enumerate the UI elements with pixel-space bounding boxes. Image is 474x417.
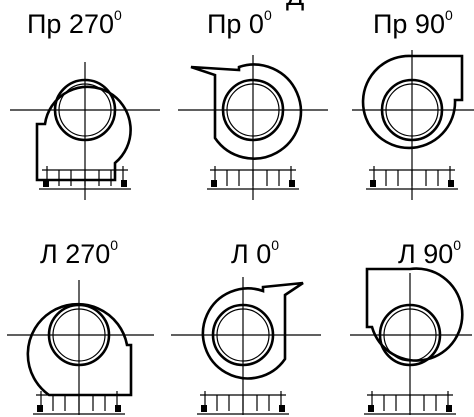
cropped-header-fragment: Д	[286, 0, 304, 10]
label-l-270: Л 2700	[40, 237, 119, 269]
fan-l-90	[350, 267, 472, 415]
fan-pr-0	[178, 55, 328, 200]
label-l-90: Л 900	[398, 237, 462, 269]
label-pr-270: Пр 2700	[27, 7, 122, 39]
fan-pr-90	[352, 50, 474, 200]
label-pr-0: Пр 00	[207, 7, 272, 39]
fan-l-270	[7, 280, 154, 415]
label-l-0: Л 00	[231, 237, 280, 269]
fan-pr-270	[10, 62, 160, 200]
label-pr-90: Пр 900	[373, 7, 453, 39]
fan-l-0	[171, 277, 321, 415]
